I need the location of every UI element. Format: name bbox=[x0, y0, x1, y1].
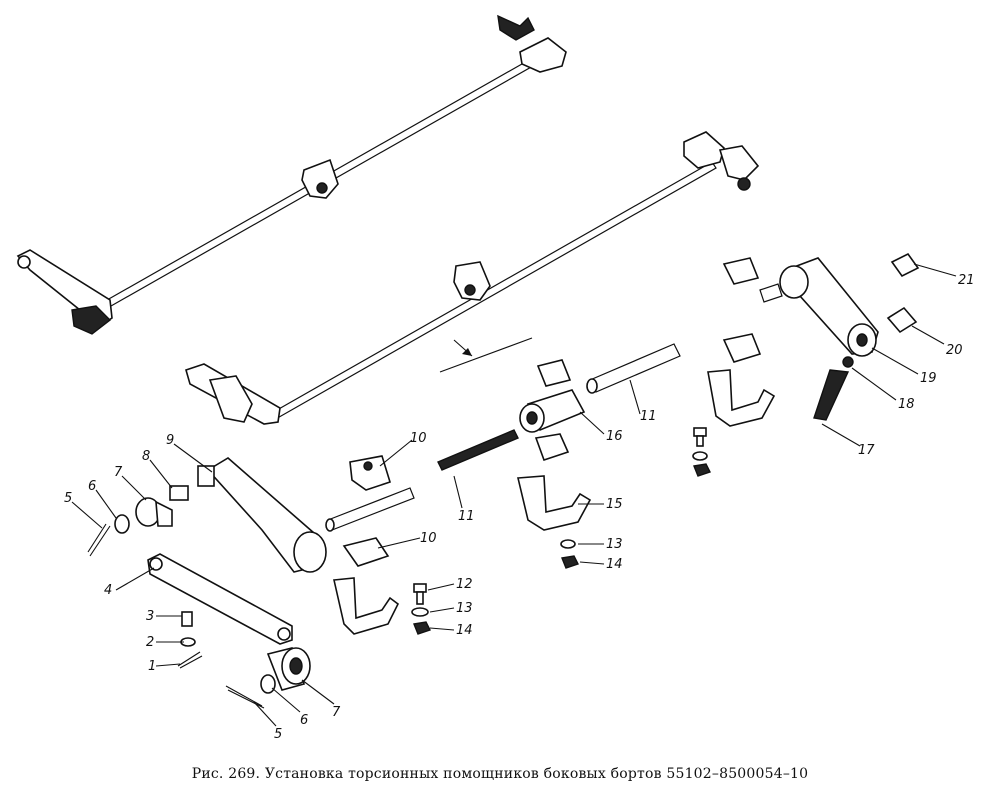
rod-segment-right bbox=[589, 343, 681, 393]
callout-10-upper: 10 bbox=[410, 431, 427, 446]
part-14-nut bbox=[413, 463, 711, 635]
part-10-pad-upper bbox=[349, 455, 391, 491]
part-8-pin bbox=[169, 485, 189, 501]
callout-11-lower: 11 bbox=[458, 509, 475, 524]
part-5-cotter-upper bbox=[87, 523, 111, 557]
rod-segment-far bbox=[759, 283, 783, 303]
pad-far-upper bbox=[722, 257, 760, 285]
lower-right-bracket bbox=[683, 131, 725, 169]
part-3-pin bbox=[181, 611, 193, 627]
upper-middle-bolt bbox=[316, 182, 328, 194]
lower-middle-bolt bbox=[464, 284, 476, 296]
part-11-rod bbox=[325, 283, 783, 532]
rod-segment-left bbox=[327, 487, 415, 531]
lower-left-fitting bbox=[208, 375, 253, 423]
upper-middle-support bbox=[301, 158, 339, 199]
callout-3: 3 bbox=[146, 609, 154, 624]
callout-18: 18 bbox=[898, 397, 915, 412]
part-6-washer-lower bbox=[260, 674, 276, 694]
upper-left-fitting bbox=[71, 305, 112, 335]
lower-middle-support bbox=[453, 261, 491, 301]
part-16-bushing bbox=[519, 389, 586, 433]
callout-20: 20 bbox=[946, 343, 963, 358]
lower-right-eye bbox=[737, 177, 751, 191]
upper-right-end-fitting bbox=[497, 14, 535, 41]
part-9-lever bbox=[197, 457, 327, 573]
lower-right-end-fitting bbox=[718, 145, 760, 181]
callout-13-right: 13 bbox=[606, 537, 623, 552]
part-4-link bbox=[147, 553, 293, 645]
part-15-bracket-left bbox=[333, 577, 400, 635]
callout-4: 4 bbox=[104, 583, 112, 598]
callout-14-right: 14 bbox=[606, 557, 623, 572]
callout-1: 1 bbox=[148, 659, 156, 674]
part-17-bolt bbox=[813, 369, 850, 421]
part-19-lever bbox=[779, 257, 879, 357]
part-20-pin bbox=[886, 306, 918, 334]
part-6-washer-upper bbox=[114, 514, 130, 534]
pad-right-lower bbox=[534, 433, 570, 462]
callout-15: 15 bbox=[606, 497, 623, 512]
rod-end bbox=[325, 518, 335, 532]
pad-right-upper bbox=[536, 359, 572, 387]
leader-lines bbox=[71, 263, 957, 727]
lower-torsion-assembly bbox=[185, 131, 760, 425]
callout-7-lower: 7 bbox=[332, 705, 341, 720]
callout-5-lower: 5 bbox=[274, 727, 282, 742]
direction-arrow bbox=[439, 337, 533, 373]
part-7-housing-upper bbox=[135, 497, 173, 527]
callout-14-left: 14 bbox=[456, 623, 473, 638]
part-1-cotter bbox=[177, 651, 203, 669]
part-13-washer bbox=[411, 451, 708, 617]
part-5-cotter-lower bbox=[225, 685, 265, 709]
callout-labels: 1 2 3 4 5 5 6 6 7 7 8 9 10 10 11 11 12 1… bbox=[64, 273, 975, 742]
upper-left-eye bbox=[17, 255, 31, 269]
callout-5-upper: 5 bbox=[64, 491, 72, 506]
pad-far-lower bbox=[722, 333, 762, 363]
lower-torsion-bar bbox=[269, 161, 717, 421]
part-15-bracket-right bbox=[707, 369, 776, 427]
upper-right-bracket bbox=[519, 37, 567, 73]
part-7-housing-lower bbox=[266, 647, 311, 691]
callout-19: 19 bbox=[920, 371, 937, 386]
callout-10-lower: 10 bbox=[420, 531, 437, 546]
pad-stud bbox=[363, 461, 373, 471]
callout-6-lower: 6 bbox=[300, 713, 308, 728]
figure-caption: Рис. 269. Установка торсионных помощнико… bbox=[191, 766, 809, 782]
callout-6-upper: 6 bbox=[88, 479, 96, 494]
callout-8: 8 bbox=[142, 449, 150, 464]
callout-11-upper: 11 bbox=[640, 409, 657, 424]
callout-9: 9 bbox=[166, 433, 174, 448]
callout-2: 2 bbox=[146, 635, 154, 650]
callout-17: 17 bbox=[858, 443, 875, 458]
part-10-pad-lower bbox=[342, 537, 390, 567]
upper-torsion-assembly bbox=[16, 14, 567, 335]
callout-16: 16 bbox=[606, 429, 623, 444]
part-12-bolt bbox=[413, 427, 707, 605]
callout-21: 21 bbox=[958, 273, 975, 288]
part-18-washer bbox=[842, 356, 854, 368]
rod-segment-mid bbox=[437, 429, 519, 471]
part-21-pin bbox=[890, 252, 920, 278]
callout-13-left: 13 bbox=[456, 601, 473, 616]
callout-12: 12 bbox=[456, 577, 473, 592]
callout-7-upper: 7 bbox=[114, 465, 123, 480]
rod-end-right bbox=[586, 378, 598, 394]
part-15-bracket-mid bbox=[517, 475, 592, 531]
